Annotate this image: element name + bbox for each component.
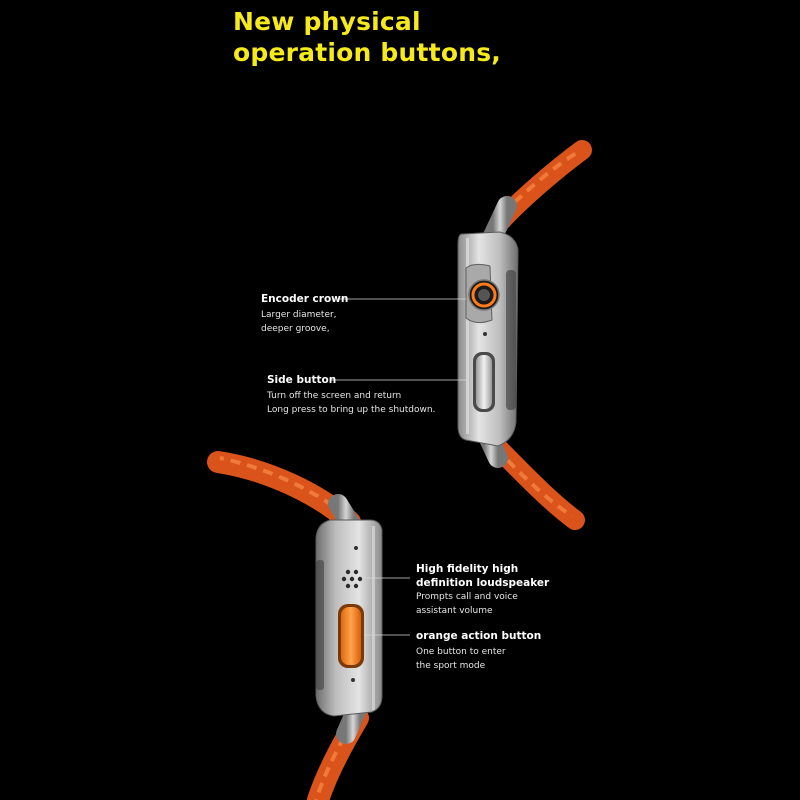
side-button xyxy=(473,352,495,412)
band-top-upper xyxy=(483,140,592,246)
headline: New physical operation buttons, xyxy=(233,6,501,68)
loudspeaker-description: Prompts call and voice assistant volume xyxy=(416,591,549,618)
encoder-crown-description: Larger diameter, deeper groove, xyxy=(261,309,348,336)
encoder-crown xyxy=(468,279,500,311)
encoder-crown-desc-line-1: Larger diameter, xyxy=(261,310,337,320)
action-button-callout: orange action button One button to enter… xyxy=(416,629,541,673)
action-button-desc-line-1: One button to enter xyxy=(416,647,506,657)
orange-action-button xyxy=(338,604,364,668)
encoder-crown-title: Encoder crown xyxy=(261,293,349,305)
loudspeaker-grille xyxy=(341,569,363,589)
side-button-title: Side button xyxy=(267,374,337,386)
loudspeaker-title: High fidelity high definition loudspeake… xyxy=(416,562,549,590)
side-button-desc-line-1: Turn off the screen and return xyxy=(267,391,402,401)
side-button-callout: Side button Turn off the screen and retu… xyxy=(267,373,435,417)
action-button-title: orange action button xyxy=(416,630,542,642)
encoder-crown-desc-line-2: deeper groove, xyxy=(261,323,330,334)
headline-line-1: New physical xyxy=(233,7,421,36)
loudspeaker-title-line-2: definition loudspeaker xyxy=(416,577,550,589)
lower-watch xyxy=(207,451,383,800)
loudspeaker-desc-line-2: assistant volume xyxy=(416,605,493,616)
encoder-crown-callout: Encoder crown Larger diameter, deeper gr… xyxy=(261,292,348,336)
action-button-description: One button to enter the sport mode xyxy=(416,646,541,673)
side-button-description: Turn off the screen and return Long pres… xyxy=(267,390,435,417)
headline-line-2: operation buttons, xyxy=(233,38,501,67)
loudspeaker-title-line-1: High fidelity high xyxy=(416,563,519,575)
band-top-lower xyxy=(207,451,364,540)
side-button-desc-line-2: Long press to bring up the shutdown. xyxy=(267,404,436,415)
upper-watch xyxy=(457,140,592,530)
band-bottom-lower xyxy=(307,692,370,800)
loudspeaker-desc-line-1: Prompts call and voice xyxy=(416,592,518,602)
action-button-desc-line-2: the sport mode xyxy=(416,660,486,671)
loudspeaker-callout: High fidelity high definition loudspeake… xyxy=(416,562,549,618)
